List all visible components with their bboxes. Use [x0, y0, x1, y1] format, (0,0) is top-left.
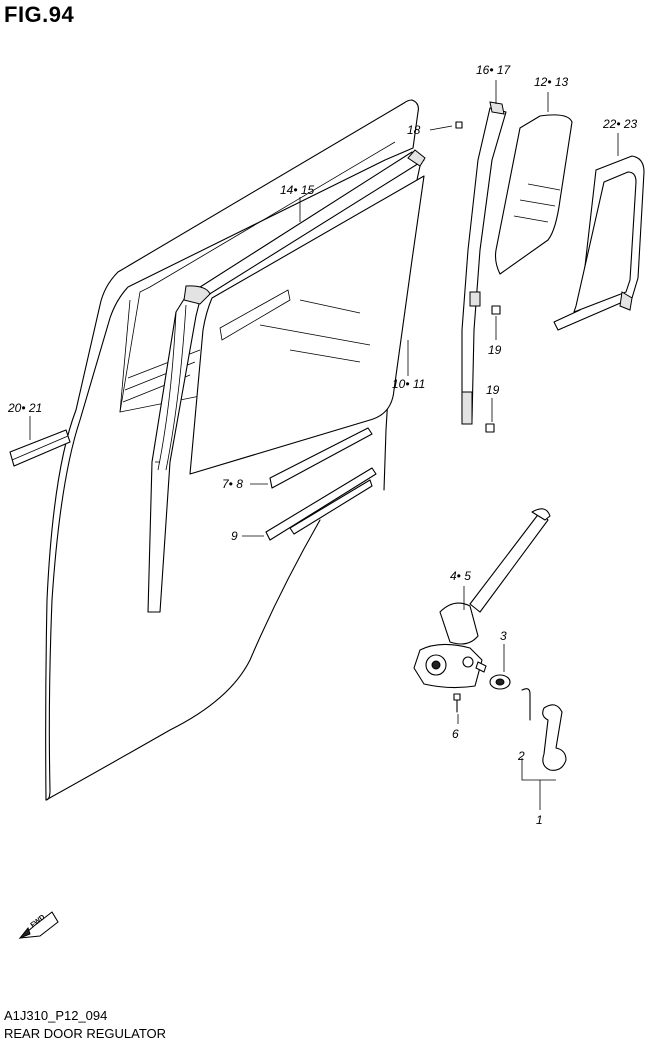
washer [489, 674, 511, 690]
callout-3: 3 [500, 629, 507, 643]
callout-10-11: 10• 11 [392, 377, 426, 391]
drawing-code: A1J310_P12_094 [4, 1008, 108, 1023]
leader-lines [29, 80, 619, 810]
quarter-glass [494, 114, 573, 275]
callout-19a: 19 [488, 343, 502, 357]
callout-2: 2 [518, 749, 525, 763]
callout-1: 1 [536, 813, 543, 827]
callout-14-15: 14• 15 [280, 183, 315, 197]
inner-belt-moulding [269, 427, 373, 489]
rear-glass-channel [461, 101, 507, 425]
weatherstrip [9, 429, 71, 467]
window-regulator [413, 508, 551, 689]
callout-9: 9 [231, 529, 238, 543]
quarter-weatherstrip [553, 155, 645, 331]
drawing-name: REAR DOOR REGULATOR [4, 1026, 167, 1041]
callout-18: 18 [407, 123, 421, 137]
callout-16-17: 16• 17 [476, 63, 511, 77]
door-glass [189, 175, 425, 475]
fwd-arrow-icon [18, 911, 59, 940]
figure-title: FIG.94 [4, 2, 75, 27]
bolts [453, 121, 501, 713]
regulator-handle [521, 688, 567, 771]
callout-12-13: 12• 13 [534, 75, 569, 89]
callout-4-5: 4• 5 [450, 569, 471, 583]
callout-22-23: 22• 23 [603, 117, 638, 131]
callout-6: 6 [452, 727, 459, 741]
callout-19b: 19 [486, 383, 500, 397]
outer-belt-moulding [265, 467, 377, 541]
callout-7-8: 7• 8 [222, 477, 243, 491]
callout-20-21: 20• 21 [8, 401, 43, 415]
